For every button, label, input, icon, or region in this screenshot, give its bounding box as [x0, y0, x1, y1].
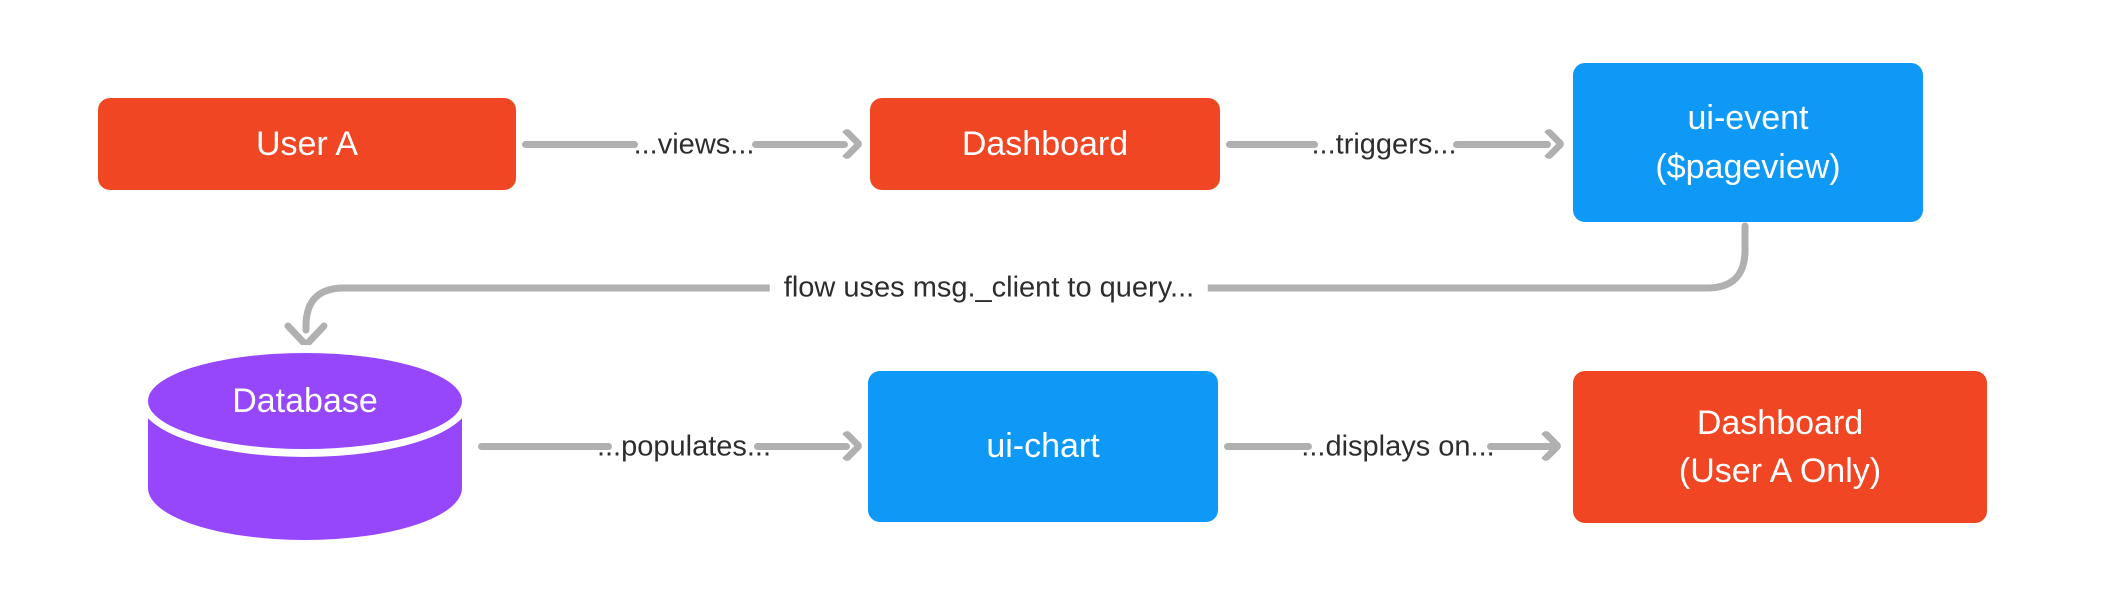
- edge-views-line-end: [752, 141, 848, 148]
- edge-displays-on-label: ...displays on...: [1301, 430, 1495, 463]
- node-database-label: Database: [232, 381, 378, 420]
- node-ui-event-line1: ui-event: [1687, 99, 1809, 138]
- edge-triggers-label: ...triggers...: [1311, 128, 1457, 161]
- node-ui-chart: ui-chart: [868, 371, 1218, 522]
- node-database: Database: [140, 345, 470, 540]
- node-ui-event: ui-event ($pageview): [1573, 63, 1923, 222]
- edge-populates-line-end: [754, 443, 850, 450]
- edge-displays-on-line-end: [1487, 443, 1559, 450]
- node-dashboard-user-a-line1: Dashboard: [1696, 403, 1864, 442]
- edge-populates-label: ...populates...: [596, 430, 772, 463]
- node-user-a-label: User A: [255, 124, 359, 163]
- node-ui-event-line2: ($pageview): [1655, 147, 1841, 186]
- node-ui-chart-label: ui-chart: [986, 427, 1100, 466]
- node-user-a: User A: [98, 98, 516, 190]
- node-dashboard-user-a-only: Dashboard (User A Only): [1573, 371, 1987, 523]
- edge-views-label: ...views...: [633, 128, 755, 161]
- edge-populates-line-start: [478, 443, 612, 450]
- node-dashboard: Dashboard: [870, 98, 1220, 190]
- database-cylinder-top: Database: [140, 345, 470, 457]
- node-dashboard-label: Dashboard: [961, 124, 1129, 163]
- edge-views-line-start: [522, 141, 638, 148]
- edge-displays-on-line-start: [1224, 443, 1312, 450]
- edge-query-label: flow uses msg._client to query...: [769, 271, 1209, 305]
- edge-triggers-line-end: [1453, 141, 1551, 148]
- edge-triggers-line-start: [1226, 141, 1318, 148]
- node-dashboard-user-a-line2: (User A Only): [1678, 452, 1882, 490]
